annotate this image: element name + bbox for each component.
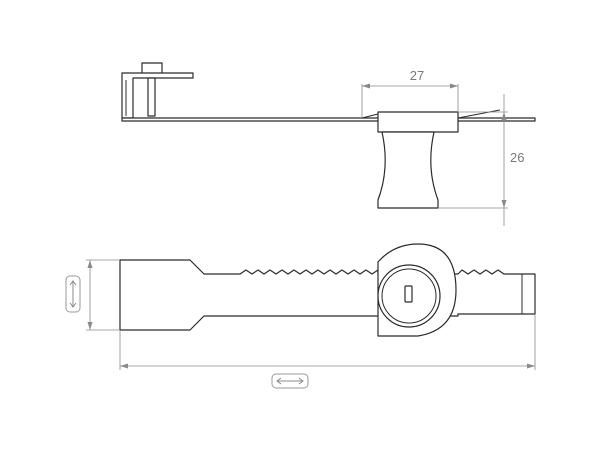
top-view bbox=[65, 243, 536, 389]
lock-cylinder-side bbox=[377, 111, 459, 209]
horizontal-double-arrow-icon bbox=[271, 373, 309, 389]
mounting-bracket bbox=[121, 62, 194, 119]
lock-arm-top bbox=[119, 259, 536, 331]
vertical-double-arrow-icon bbox=[65, 275, 81, 313]
dimension-width-label: 27 bbox=[410, 68, 424, 83]
dimension-height: 26 bbox=[438, 94, 524, 226]
side-view: 27 26 bbox=[121, 62, 536, 226]
lock-cylinder-top bbox=[377, 243, 457, 337]
dimension-arm-height bbox=[65, 259, 120, 331]
dimension-arm-length bbox=[119, 314, 536, 389]
dimension-height-label: 26 bbox=[510, 150, 524, 165]
dimension-width: 27 bbox=[361, 68, 459, 118]
keyhole-icon bbox=[404, 285, 413, 303]
